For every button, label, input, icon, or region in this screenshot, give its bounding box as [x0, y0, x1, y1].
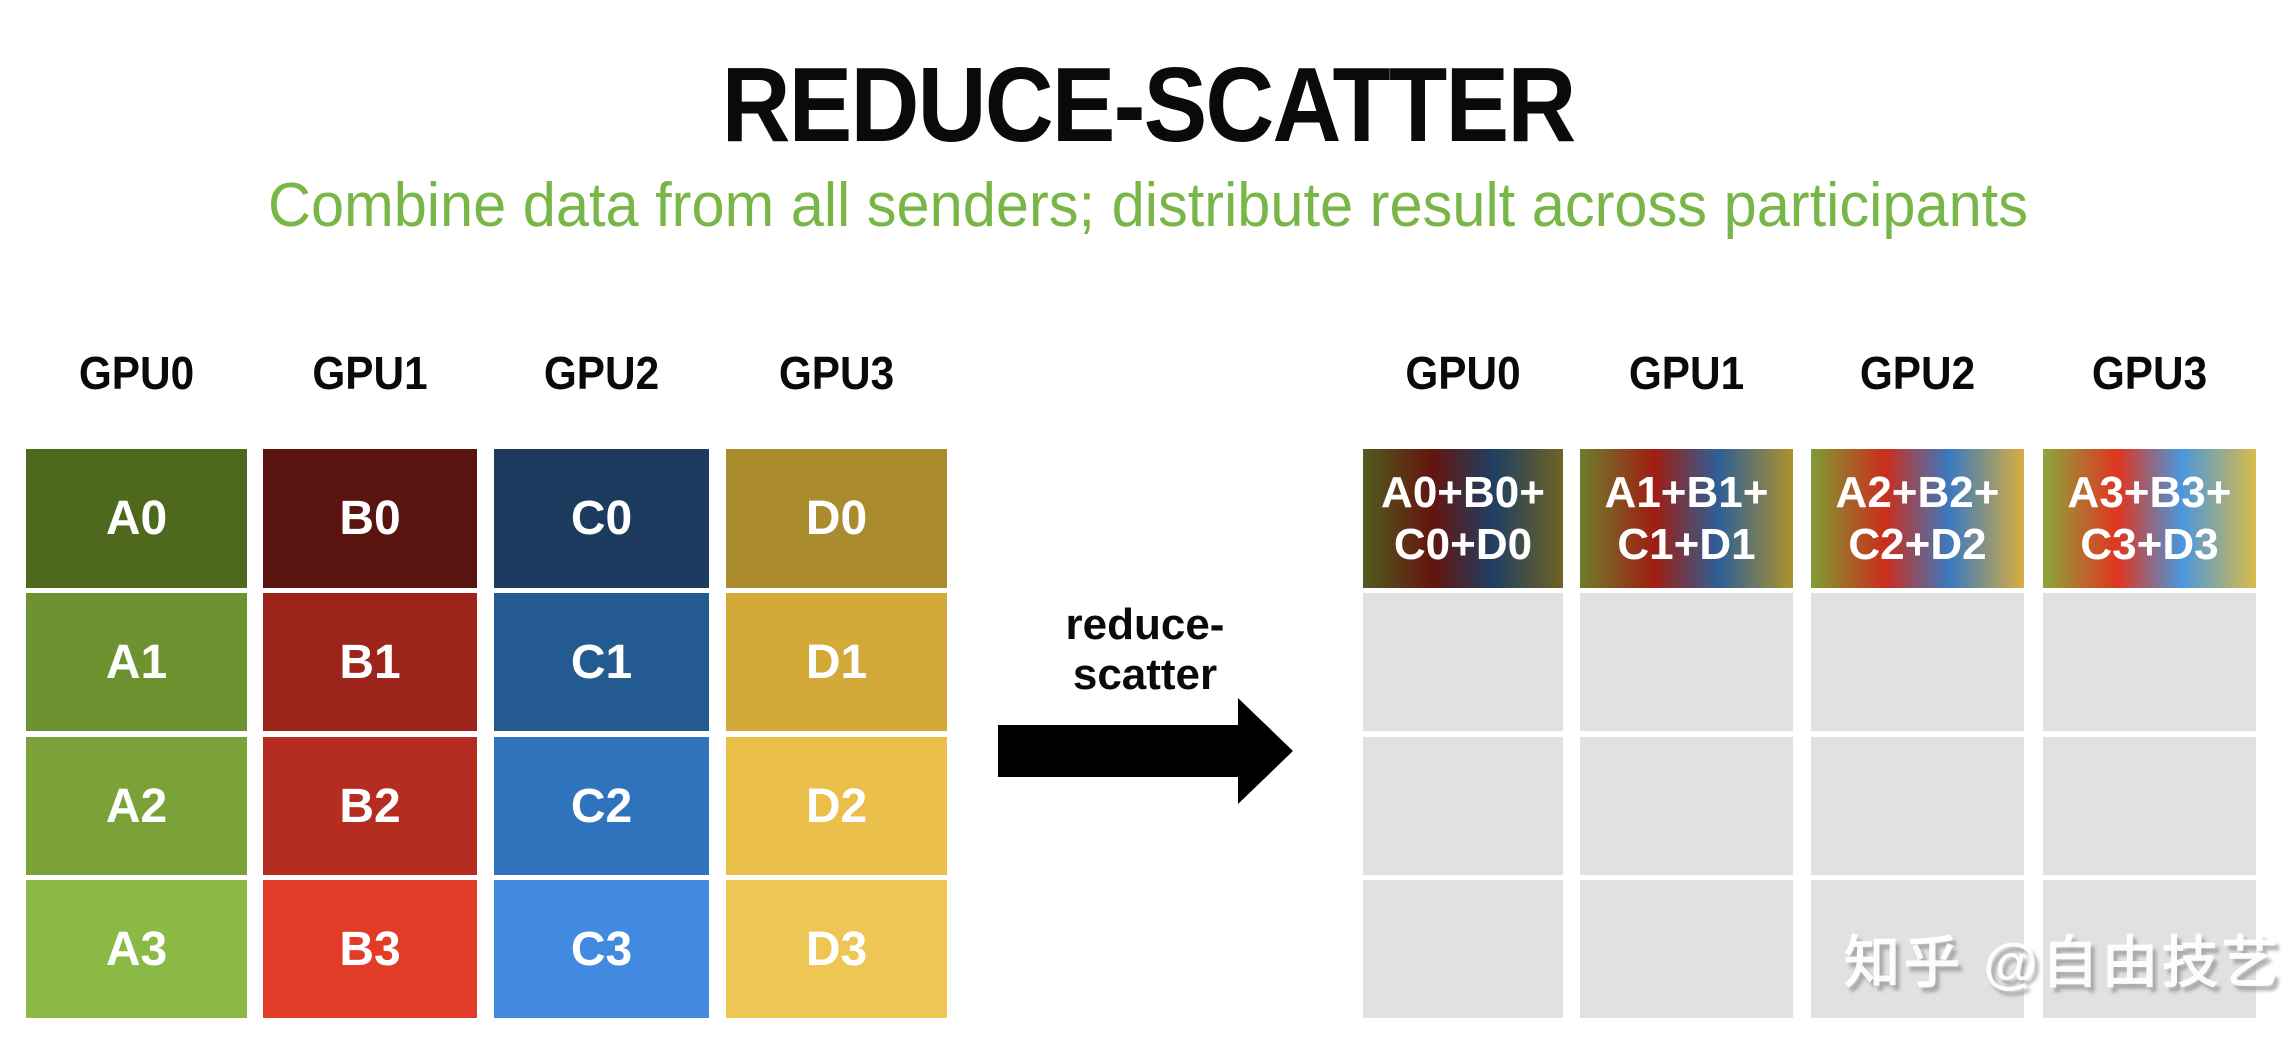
gpu-header-right-0: GPU0	[1405, 347, 1521, 399]
result-cell-1: A1+B1+C1+D1	[1580, 449, 1793, 588]
result-line2: C0+D0	[1393, 519, 1533, 569]
reduce-scatter-arrow-label: reduce- scatter	[995, 600, 1295, 700]
data-cell-B0: B0	[263, 449, 477, 588]
page-subtitle: Combine data from all senders; distribut…	[268, 171, 2028, 240]
empty-cell-3-2	[2043, 737, 2256, 875]
data-cell-D1: D1	[726, 593, 947, 731]
arrow-label-line1: reduce-	[1065, 600, 1225, 649]
data-cell-C2: C2	[494, 737, 709, 875]
result-line2: C1+D1	[1617, 519, 1756, 569]
empty-cell-2-2	[1811, 737, 2024, 875]
empty-cell-2-3	[1811, 880, 2024, 1018]
gpu-header-left-1: GPU1	[312, 347, 428, 399]
data-cell-A0: A0	[26, 449, 247, 588]
watermark-text: 知乎 @自由技艺	[1843, 931, 2282, 994]
data-cell-C0: C0	[494, 449, 709, 588]
data-cell-B2: B2	[263, 737, 477, 875]
gpu-header-right-3: GPU3	[2091, 347, 2208, 399]
empty-cell-3-1	[2043, 593, 2256, 731]
empty-cell-1-3	[1580, 880, 1793, 1018]
gpu-header-left-3: GPU3	[778, 347, 895, 399]
result-line1: A1+B1+	[1604, 467, 1769, 517]
empty-cell-1-2	[1580, 737, 1793, 875]
data-cell-D2: D2	[726, 737, 947, 875]
gpu-header-left-2: GPU2	[543, 347, 660, 399]
data-cell-D0: D0	[726, 449, 947, 588]
empty-cell-3-3	[2043, 880, 2256, 1018]
arrow-label-line2: scatter	[1072, 650, 1218, 699]
result-line1: A0+B0+	[1381, 467, 1545, 517]
empty-cell-0-1	[1363, 593, 1563, 731]
data-cell-A3: A3	[26, 880, 247, 1018]
right-arrow-icon	[998, 698, 1293, 804]
empty-cell-1-1	[1580, 593, 1793, 731]
data-cell-C1: C1	[494, 593, 709, 731]
data-cell-C3: C3	[494, 880, 709, 1018]
data-cell-B1: B1	[263, 593, 477, 731]
gpu-header-right-2: GPU2	[1859, 347, 1976, 399]
data-cell-D3: D3	[726, 880, 947, 1018]
empty-cell-2-1	[1811, 593, 2024, 731]
arrow-shape	[998, 698, 1293, 804]
gpu-header-left-0: GPU0	[78, 347, 195, 399]
result-cell-2: A2+B2+C2+D2	[1811, 449, 2024, 588]
result-line2: C2+D2	[1848, 519, 1987, 569]
result-cell-3: A3+B3+C3+D3	[2043, 449, 2256, 588]
data-cell-A2: A2	[26, 737, 247, 875]
gpu-header-right-1: GPU1	[1628, 347, 1745, 399]
result-line1: A2+B2+	[1835, 467, 2000, 517]
result-line2: C3+D3	[2080, 519, 2219, 569]
page-title: REDUCE-SCATTER	[721, 46, 1577, 164]
result-line1: A3+B3+	[2067, 467, 2232, 517]
empty-cell-0-3	[1363, 880, 1563, 1018]
data-cell-A1: A1	[26, 593, 247, 731]
empty-cell-0-2	[1363, 737, 1563, 875]
result-cell-0: A0+B0+C0+D0	[1363, 449, 1563, 588]
data-cell-B3: B3	[263, 880, 477, 1018]
